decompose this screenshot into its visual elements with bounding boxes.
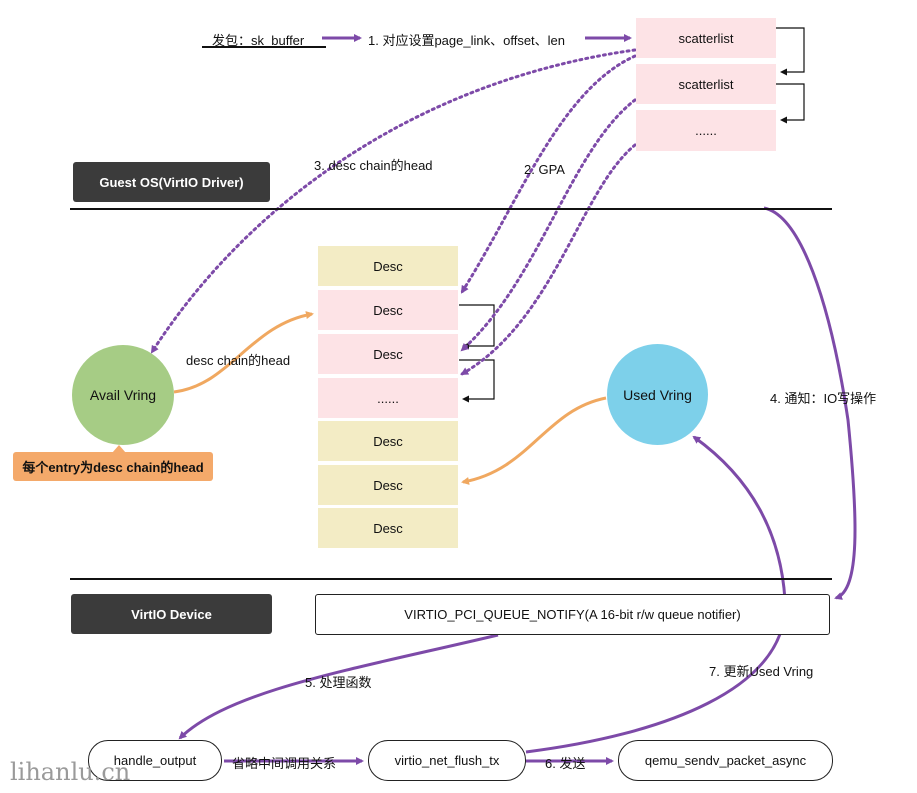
arrow-gpa-2 (460, 98, 637, 352)
step7-label: 7. 更新Used Vring (709, 664, 814, 679)
queue-notify-box: VIRTIO_PCI_QUEUE_NOTIFY(A 16-bit r/w que… (315, 594, 830, 635)
handle-output-node: handle_output (88, 740, 222, 781)
avail-vring-node: Avail Vring (72, 345, 174, 445)
arrow-desc-chain-head (150, 48, 637, 354)
send-packet-underline (202, 46, 326, 48)
desc-entry: Desc (318, 334, 458, 374)
sendv-packet-node: qemu_sendv_packet_async (618, 740, 833, 781)
desc-link-1 (459, 304, 495, 350)
flush-tx-node: virtio_net_flush_tx (368, 740, 526, 781)
arrow-gpa-3 (460, 143, 637, 376)
scatterlist-box: ...... (636, 110, 776, 151)
step5-label: 5. 处理函数 (305, 675, 372, 690)
desc-entry: Desc (318, 246, 458, 286)
desc-entry: Desc (318, 290, 458, 330)
arrow-avail-to-desc (173, 311, 314, 394)
step4-label: 4. 通知：IO写操作 (770, 391, 877, 406)
arrow-notify (763, 206, 857, 600)
desc-entry: Desc (318, 421, 458, 461)
step6-label: 6. 发送 (545, 756, 586, 771)
arrow-gpa-1 (460, 54, 637, 294)
virtio-device-label: VirtIO Device (71, 594, 272, 634)
send-packet-label: 发包：sk_buffer (212, 33, 305, 48)
omit-calls-label: 省略中间调用关系 (232, 756, 337, 771)
avail-note: 每个entry为desc chain的head (13, 452, 213, 481)
avail-note-pointer (112, 445, 126, 453)
arrow-handler (178, 633, 499, 740)
guest-divider (70, 208, 832, 210)
desc-entry: ...... (318, 378, 458, 418)
scatterlist-link-1 (776, 27, 805, 76)
guest-os-label: Guest OS(VirtIO Driver) (73, 162, 270, 202)
scatterlist-link-2 (776, 83, 805, 124)
desc-chain-head-label: desc chain的head (186, 353, 291, 368)
scatterlist-box: scatterlist (636, 64, 776, 104)
arrow-used-to-desc (461, 396, 607, 485)
desc-link-2 (459, 359, 495, 403)
desc-entry: Desc (318, 508, 458, 548)
step3-label: 3. desc chain的head (314, 158, 433, 173)
step1-label: 1. 对应设置page_link、offset、len (368, 33, 566, 48)
scatterlist-box: scatterlist (636, 18, 776, 58)
device-divider (70, 578, 832, 580)
step2-label: 2. GPA (524, 162, 565, 177)
watermark: lihanlu.cn (10, 758, 131, 786)
desc-entry: Desc (318, 465, 458, 505)
used-vring-node: Used Vring (607, 344, 708, 445)
